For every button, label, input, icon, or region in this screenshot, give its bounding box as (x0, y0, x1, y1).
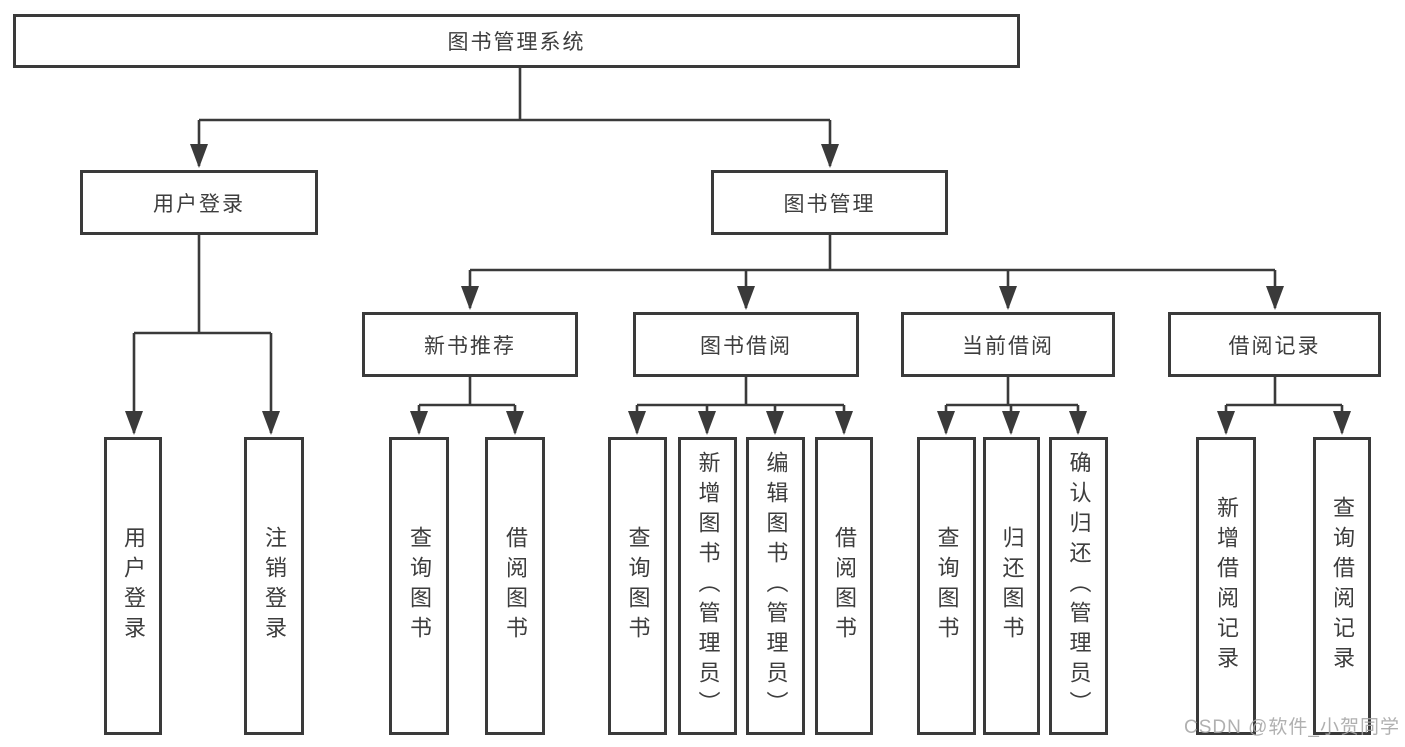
connector-current-borrow-children (937, 377, 1087, 435)
leaf-query-borrow-record: 查询借阅记录 (1313, 437, 1371, 735)
node-root-system: 图书管理系统 (13, 14, 1020, 68)
node-label: 查询借阅记录 (1330, 496, 1355, 676)
csdn-watermark: CSDN @软件_小贺同学 (1184, 717, 1400, 738)
leaf-logout: 注销登录 (244, 437, 304, 735)
node-label: 查询图书 (407, 526, 432, 646)
node-current-borrow: 当前借阅 (901, 312, 1115, 377)
node-label: 注销登录 (262, 526, 287, 646)
node-label: 编辑图书（管理员） (763, 451, 789, 721)
node-user-login: 用户登录 (80, 170, 318, 235)
connector-user-login-children (125, 234, 280, 435)
leaf-query-books-current: 查询图书 (917, 437, 976, 735)
node-label: 用户登录 (121, 526, 146, 646)
leaf-return-books: 归还图书 (983, 437, 1040, 735)
leaf-add-books-admin: 新增图书（管理员） (678, 437, 737, 735)
node-label: 当前借阅 (962, 334, 1054, 358)
node-label: 确认归还（管理员） (1066, 451, 1092, 721)
node-label: 借阅图书 (503, 526, 528, 646)
node-label: 借阅图书 (832, 526, 857, 646)
node-label: 查询图书 (934, 526, 960, 646)
leaf-borrow-books: 借阅图书 (815, 437, 873, 735)
node-label: 图书管理系统 (447, 31, 586, 54)
leaf-borrow-books-recommend: 借阅图书 (485, 437, 545, 735)
leaf-edit-books-admin: 编辑图书（管理员） (746, 437, 805, 735)
leaf-add-borrow-record: 新增借阅记录 (1196, 437, 1256, 735)
connector-new-book-children (410, 377, 524, 435)
node-label: 查询图书 (625, 526, 651, 646)
node-label: 新增图书（管理员） (695, 451, 721, 721)
node-label: 用户登录 (153, 192, 245, 216)
connector-book-borrow-children (628, 377, 853, 435)
connector-borrow-record-children (1217, 377, 1351, 435)
node-label: 图书借阅 (700, 334, 792, 358)
leaf-query-books-recommend: 查询图书 (389, 437, 449, 735)
node-new-book-recommend: 新书推荐 (362, 312, 578, 377)
node-label: 归还图书 (999, 526, 1025, 646)
leaf-confirm-return-admin: 确认归还（管理员） (1049, 437, 1108, 735)
node-book-borrow: 图书借阅 (633, 312, 859, 377)
node-label: 新书推荐 (424, 334, 516, 358)
leaf-query-books-borrow: 查询图书 (608, 437, 667, 735)
node-label: 借阅记录 (1228, 334, 1321, 358)
connector-book-mgmt-to-level2 (461, 234, 1284, 310)
node-label: 新增借阅记录 (1214, 496, 1239, 676)
node-label: 图书管理 (783, 192, 876, 216)
connector-root-to-level1 (190, 66, 839, 168)
leaf-user-login: 用户登录 (104, 437, 162, 735)
node-book-management: 图书管理 (711, 170, 948, 235)
node-borrow-record: 借阅记录 (1168, 312, 1381, 377)
